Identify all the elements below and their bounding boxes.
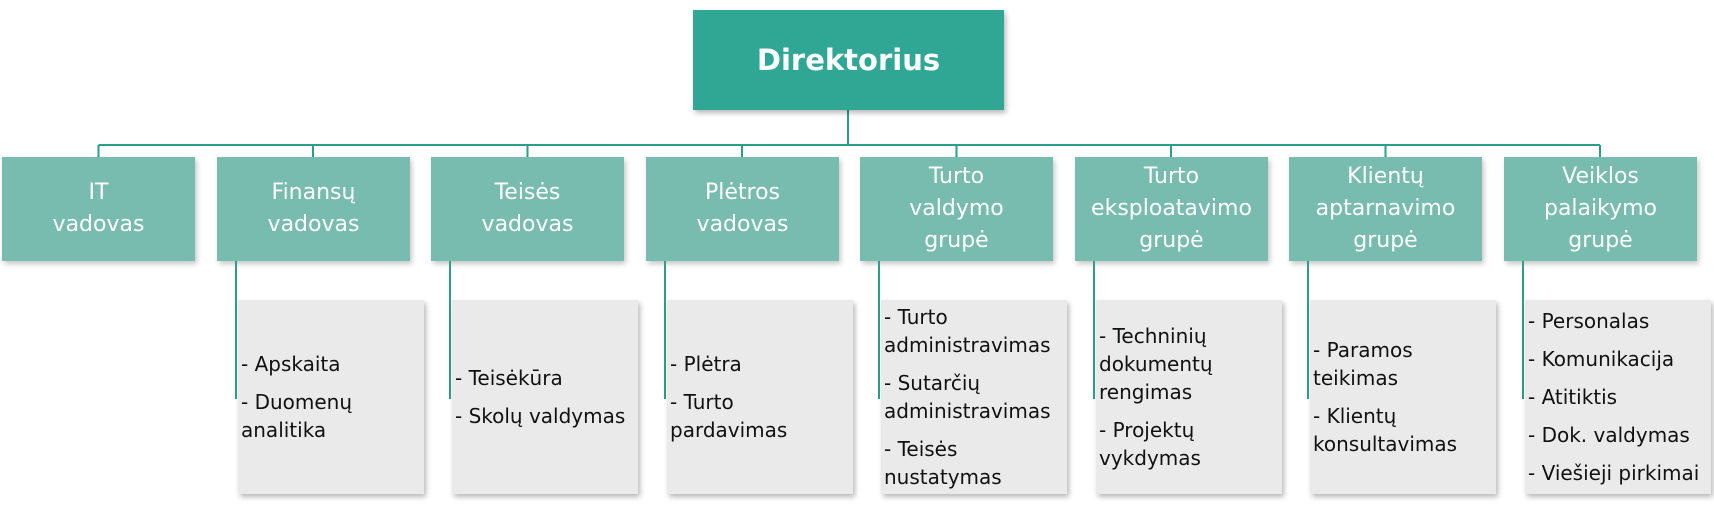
department-label: Finansų vadovas xyxy=(267,180,360,237)
task-connector-line xyxy=(1093,261,1095,399)
department-label: IT vadovas xyxy=(52,180,145,237)
department-node: Finansų vadovas xyxy=(217,157,410,261)
task-item: - Sutarčių administravimas xyxy=(884,371,1051,423)
task-connector-line xyxy=(1307,261,1309,399)
task-item: - Techninių dokumentų rengimas xyxy=(1099,324,1213,404)
task-item: - Apskaita xyxy=(241,352,341,376)
task-item: - Duomenų analitika xyxy=(241,390,353,442)
department-label: Turto eksploatavimo grupė xyxy=(1091,164,1252,253)
task-connector-line xyxy=(449,261,451,399)
department-node: Turto eksploatavimo grupė xyxy=(1075,157,1268,261)
root-title: Direktorius xyxy=(756,43,941,77)
task-connector-line xyxy=(235,261,237,399)
task-item: - Teisės nustatymas xyxy=(884,437,1002,489)
task-item: - Turto administravimas xyxy=(884,305,1051,357)
task-list-box: - Techninių dokumentų rengimas - Projektų… xyxy=(1096,300,1282,494)
department-node: Veiklos palaikymo grupė xyxy=(1504,157,1697,261)
task-item: - Dok. valdymas xyxy=(1528,423,1690,447)
department-node: Plėtros vadovas xyxy=(646,157,839,261)
department-node: Klientų aptarnavimo grupė xyxy=(1289,157,1482,261)
task-item: - Turto pardavimas xyxy=(670,390,788,442)
department-label: Plėtros vadovas xyxy=(696,180,789,237)
task-connector-line xyxy=(664,261,666,399)
task-item: - Komunikacija xyxy=(1528,347,1675,371)
task-item: - Klientų konsultavimas xyxy=(1313,404,1458,456)
task-list-box: - Paramos teikimas - Klientų konsultavima… xyxy=(1310,300,1496,494)
task-item: - Personalas xyxy=(1528,309,1650,333)
department-node: Turto valdymo grupė xyxy=(860,157,1053,261)
department-label: Klientų aptarnavimo grupė xyxy=(1315,164,1456,253)
task-item: - Plėtra xyxy=(670,352,742,376)
task-list-box: - Turto administravimas - Sutarčių admini… xyxy=(881,300,1067,494)
department-label: Veiklos palaikymo grupė xyxy=(1543,164,1658,253)
task-list-box: - Apskaita - Duomenų analitika xyxy=(238,300,424,494)
department-label: Turto valdymo grupė xyxy=(909,164,1004,253)
department-node: Teisės vadovas xyxy=(431,157,624,261)
root-node-direktorius: Direktorius xyxy=(693,10,1004,110)
task-list-box: - Teisėkūra - Skolų valdymas xyxy=(452,300,638,494)
task-item: - Teisėkūra xyxy=(455,366,563,390)
department-label: Teisės vadovas xyxy=(481,180,574,237)
task-item: - Atitiktis xyxy=(1528,385,1618,409)
task-item: - Viešieji pirkimai xyxy=(1528,461,1700,485)
task-connector-line xyxy=(1522,261,1524,399)
task-connector-line xyxy=(878,261,880,399)
task-item: - Projektų vykdymas xyxy=(1099,418,1201,470)
task-list-box: - Plėtra - Turto pardavimas xyxy=(667,300,853,494)
task-item: - Skolų valdymas xyxy=(455,404,626,428)
department-node: IT vadovas xyxy=(2,157,195,261)
task-item: - Paramos teikimas xyxy=(1313,338,1413,390)
task-list-box: - Personalas - Komunikacija - Atitiktis - D… xyxy=(1525,300,1711,494)
